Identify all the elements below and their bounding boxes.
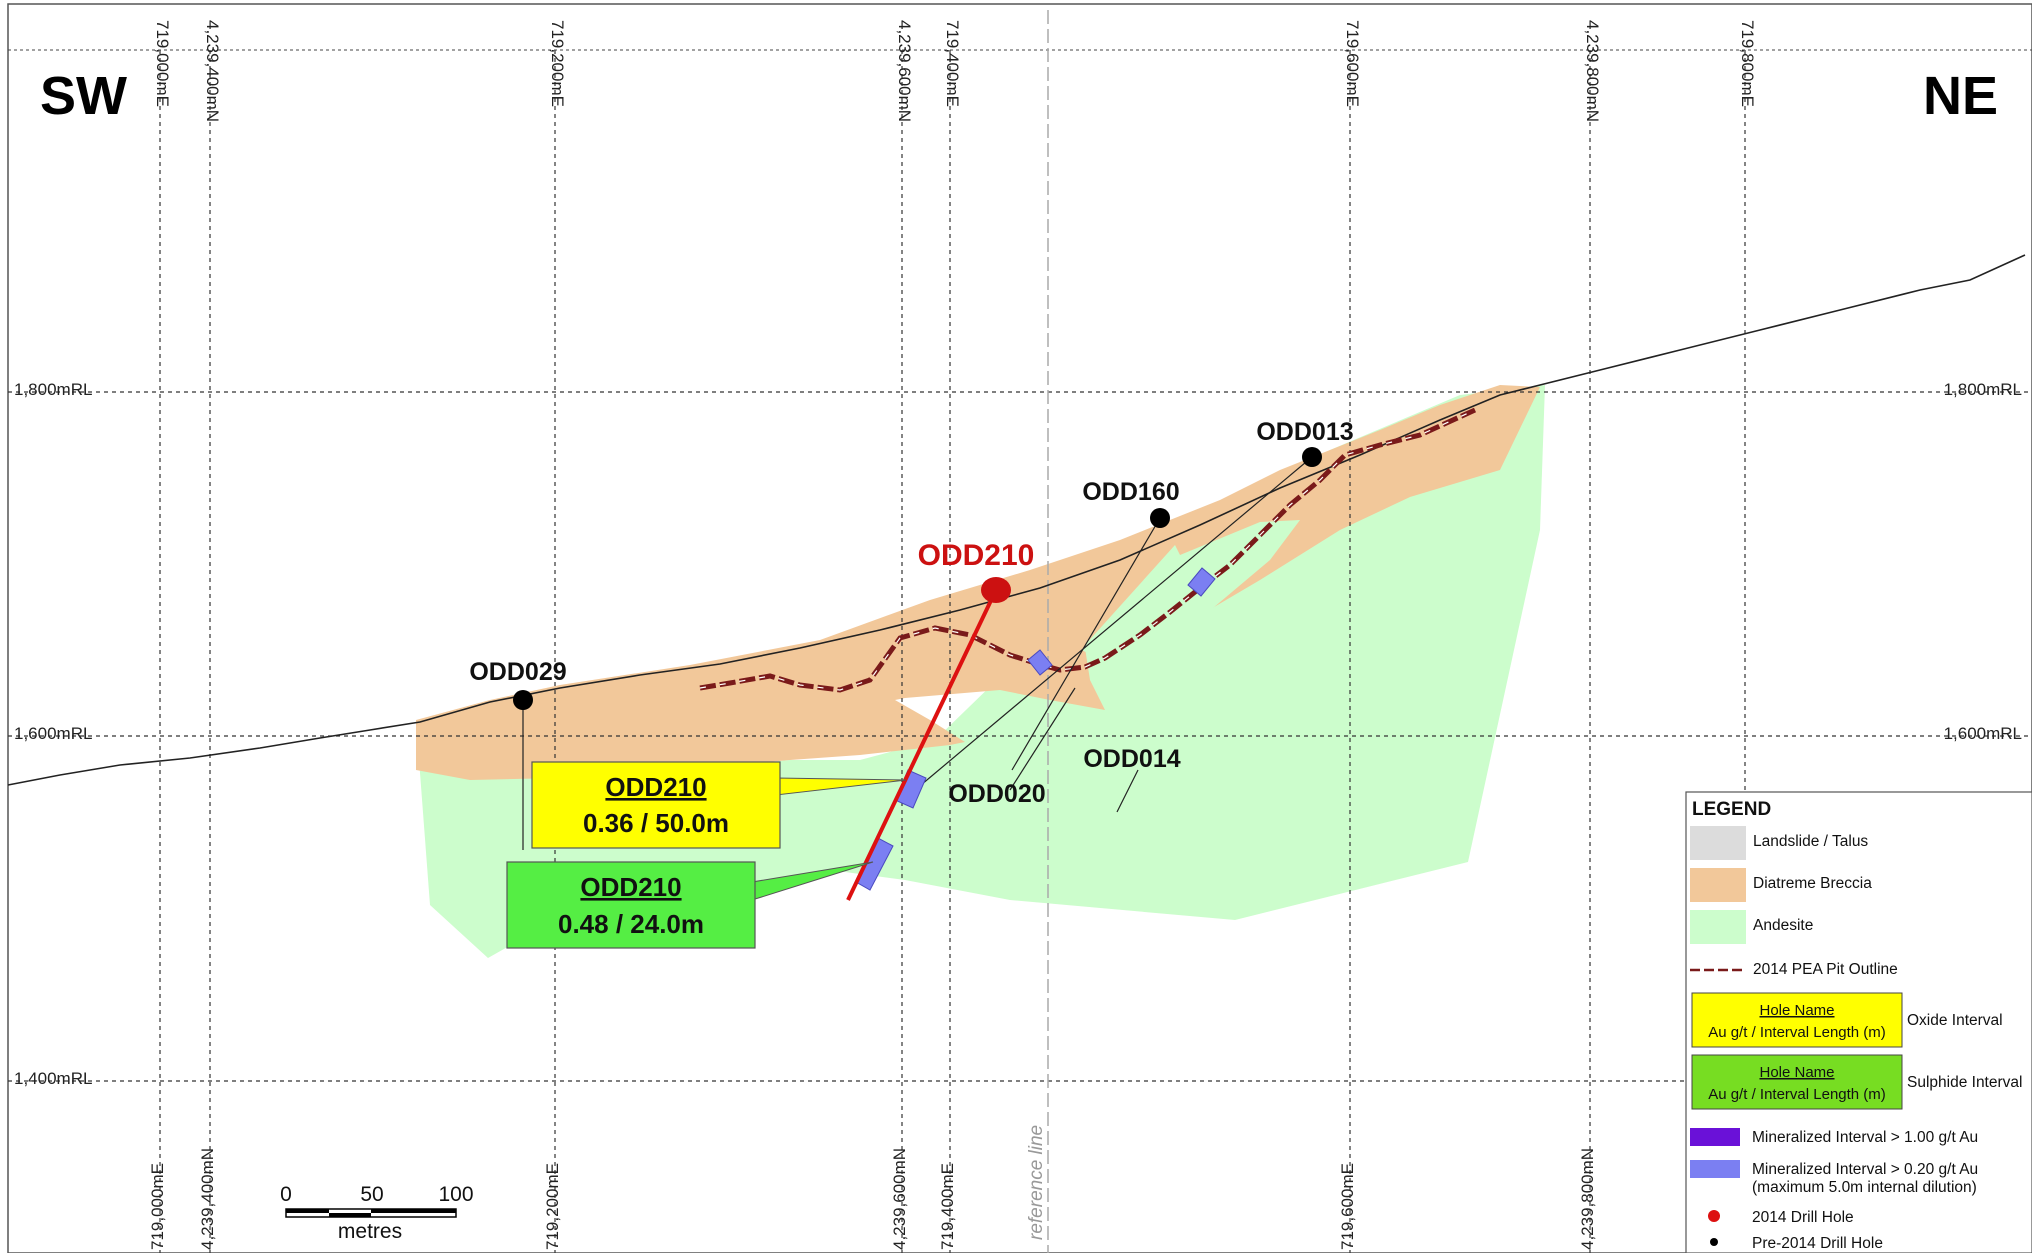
interval-marker	[1027, 649, 1053, 676]
andesite-wedge	[1082, 520, 1300, 660]
callout-oxide-hole: ODD210	[605, 772, 706, 802]
legend-oxide-box	[1691, 992, 1903, 1048]
easting-label: 719,000mE	[153, 20, 172, 107]
elevation-label: 1,800mRL	[14, 380, 92, 399]
drill-collar-odd029	[513, 690, 533, 710]
scale-bar-segment	[371, 1209, 456, 1213]
easting-label: 719,600mE	[1338, 1163, 1357, 1250]
legend-oxide-box-line2: Au g/t / Interval Length (m)	[1708, 1024, 1886, 1041]
northing-label: 4,239,400mN	[198, 1148, 217, 1250]
elevation-label-right: 1,600mRL	[1944, 724, 2022, 743]
drill-trace-odd014	[1116, 769, 1139, 813]
elevation-label: 1,600mRL	[14, 724, 92, 743]
easting-label: 719,200mE	[548, 20, 567, 107]
scale-tick-100: 100	[438, 1183, 473, 1206]
elevation-label-right: 1,800mRL	[1944, 380, 2022, 399]
legend-dot-pre2014	[1710, 1238, 1718, 1246]
northing-label: 4,239,600mN	[890, 1148, 909, 1250]
legend-oxide-box-line1: Hole Name	[1759, 1002, 1834, 1019]
legend-label: Andesite	[1753, 917, 1813, 934]
legend-label: 2014 Drill Hole	[1752, 1209, 1854, 1226]
scale-tick-0: 0	[280, 1183, 292, 1206]
drill-collar-odd013	[1302, 447, 1322, 467]
callout-sulphide-box	[506, 861, 756, 949]
scale-bar-segment	[329, 1213, 371, 1217]
scale-bar: 0 50 100 metres	[280, 1183, 473, 1243]
legend-label: Mineralized Interval > 1.00 g/t Au	[1752, 1129, 1978, 1146]
direction-right: NE	[1923, 66, 1998, 126]
drill-collar-odd160	[1150, 508, 1170, 528]
easting-label: 719,400mE	[938, 1163, 957, 1250]
legend-sulphide-box-line1: Hole Name	[1759, 1064, 1834, 1081]
legend-bar-high	[1690, 1128, 1740, 1146]
legend-label: Pre-2014 Drill Hole	[1752, 1235, 1883, 1252]
direction-left: SW	[40, 66, 127, 126]
legend-swatch-landslide	[1690, 826, 1746, 860]
callout-oxide-box	[531, 761, 781, 849]
drill-trace-odd020	[1009, 687, 1076, 791]
drill-trace-odd160	[1011, 517, 1161, 771]
interval-marker	[1187, 567, 1216, 597]
scale-bar-segment	[286, 1209, 329, 1213]
easting-label: 719,000mE	[148, 1163, 167, 1250]
bottom-coordinate-labels: 719,000mE 4,239,400mN 719,200mE 4,239,60…	[148, 1148, 1597, 1250]
callout-sulphide-value: 0.48 / 24.0m	[558, 909, 704, 939]
grid-lines	[8, 50, 2032, 1253]
legend-dot-2014	[1708, 1210, 1720, 1222]
northing-label: 4,239,800mN	[1583, 20, 1602, 122]
drill-collar-odd210	[981, 577, 1011, 603]
hole-label-odd029: ODD029	[469, 658, 566, 686]
legend-label: Oxide Interval	[1907, 1012, 2003, 1029]
hole-label-odd013: ODD013	[1256, 418, 1353, 446]
easting-label: 719,400mE	[943, 20, 962, 107]
scale-tick-50: 50	[360, 1183, 383, 1206]
legend-label-secondary: (maximum 5.0m internal dilution)	[1752, 1179, 1977, 1196]
pre2014-collars	[513, 447, 1322, 710]
pea-pit-outline	[699, 407, 1477, 693]
hole-label-odd014: ODD014	[1083, 745, 1180, 773]
legend-swatch-breccia	[1690, 868, 1746, 902]
diatreme-breccia-unit	[416, 385, 1540, 780]
legend-label: Mineralized Interval > 0.20 g/t Au	[1752, 1161, 1978, 1178]
easting-label: 719,200mE	[543, 1163, 562, 1250]
legend-swatch-andesite	[1690, 910, 1746, 944]
legend-label: Sulphide Interval	[1907, 1074, 2022, 1091]
legend-title: LEGEND	[1692, 799, 1771, 820]
legend-label: Diatreme Breccia	[1753, 875, 1872, 892]
elevation-label: 1,400mRL	[14, 1069, 92, 1088]
top-coordinate-labels: 719,000mE 4,239,400mN 719,200mE 4,239,60…	[153, 20, 1757, 122]
drill-traces	[522, 456, 1313, 850]
hole-label-odd020: ODD020	[948, 780, 1045, 808]
reference-line-label: reference line	[1026, 1125, 1047, 1240]
legend-bar-low	[1690, 1160, 1740, 1178]
callout-sulphide-hole: ODD210	[580, 872, 681, 902]
legend-label: 2014 PEA Pit Outline	[1753, 961, 1898, 978]
easting-label: 719,800mE	[1738, 20, 1757, 107]
northing-label: 4,239,400mN	[203, 20, 222, 122]
legend-label: Landslide / Talus	[1753, 833, 1868, 850]
easting-label: 719,600mE	[1343, 20, 1362, 107]
northing-label: 4,239,600mN	[895, 20, 914, 122]
hole-label-odd210: ODD210	[918, 539, 1035, 572]
legend-sulphide-box-line2: Au g/t / Interval Length (m)	[1708, 1086, 1886, 1103]
scale-unit: metres	[338, 1220, 402, 1243]
drill-trace-odd210	[846, 589, 998, 901]
legend-sulphide-box	[1691, 1054, 1903, 1110]
drill-trace-odd013	[914, 456, 1313, 791]
hole-label-odd160: ODD160	[1082, 478, 1179, 506]
callout-oxide-value: 0.36 / 50.0m	[583, 808, 729, 838]
northing-label: 4,239,800mN	[1578, 1148, 1597, 1250]
legend: LEGEND Landslide / Talus Diatreme Brecci…	[1685, 791, 2032, 1254]
